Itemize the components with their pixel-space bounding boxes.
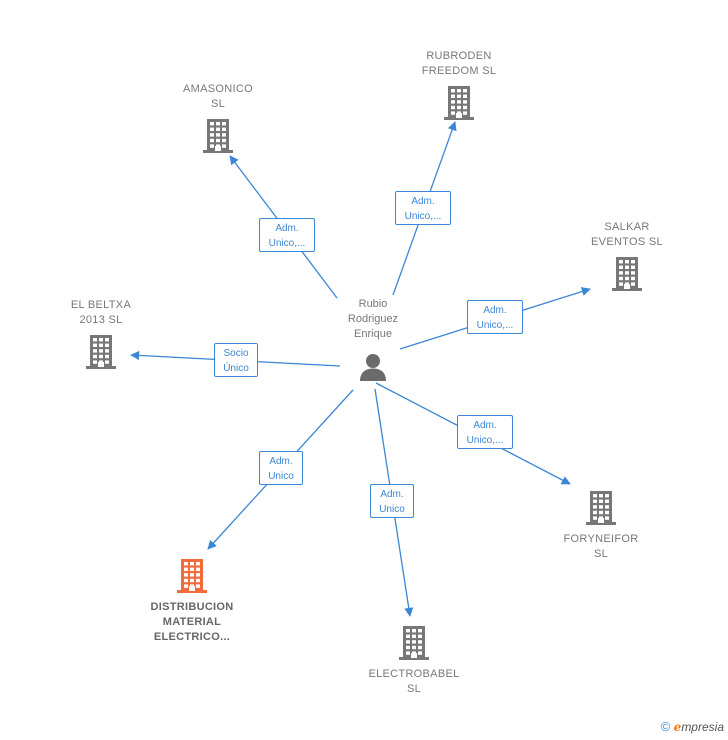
relation-label-line: Adm. [275, 223, 299, 234]
relation-label-line: Unico,... [268, 238, 306, 249]
company-label-line: FREEDOM SL [421, 65, 497, 77]
company-label-salkar: SALKAR EVENTOS SL [562, 220, 692, 250]
company-label-line: SL [593, 548, 609, 560]
company-label-line: MATERIAL [162, 616, 222, 628]
relation-label-line: Unico,... [404, 211, 442, 222]
company-label-line: EL BELTXA [70, 299, 132, 311]
relation-label-line: Adm. [269, 456, 293, 467]
company-label-line: AMASONICO [183, 83, 253, 95]
relation-label-line: Adm. [483, 305, 507, 316]
company-label-distribucion: DISTRIBUCION MATERIAL ELECTRICO... [127, 600, 257, 645]
relation-label-salkar[interactable]: Adm. Unico,... [467, 300, 523, 334]
building-icon [86, 335, 116, 369]
empresia-logo-text: mpresia [681, 720, 724, 734]
copyright-icon: © [660, 719, 671, 734]
company-label-line: 2013 SL [79, 314, 123, 326]
company-label-amasonico: AMASONICO SL [153, 82, 283, 112]
company-label-elbeltxa: EL BELTXA 2013 SL [36, 298, 166, 328]
company-label-line: ELECTRICO... [153, 631, 231, 643]
company-label-line: ELECTROBABEL [368, 668, 460, 680]
company-node-elbeltxa[interactable]: EL BELTXA 2013 SL [36, 298, 166, 370]
relation-label-distribucion[interactable]: Adm. Unico [259, 451, 303, 485]
relation-label-line: Unico,... [476, 320, 514, 331]
relation-label-line: Unico,... [466, 435, 504, 446]
company-label-line: EVENTOS SL [591, 236, 663, 248]
building-icon [586, 491, 616, 525]
center-person[interactable]: Rubio Rodriguez Enrique [330, 297, 416, 382]
building-icon [444, 86, 474, 120]
company-label-line: RUBRODEN [426, 50, 492, 62]
building-icon [399, 626, 429, 660]
company-label-line: FORYNEIFOR [563, 533, 639, 545]
empresia-credit[interactable]: © empresia [661, 719, 724, 734]
company-label-line: SALKAR [604, 221, 650, 233]
relation-label-electrobabel[interactable]: Adm. Unico [370, 484, 414, 518]
company-node-salkar[interactable]: SALKAR EVENTOS SL [562, 220, 692, 292]
building-icon [203, 119, 233, 153]
company-label-line: DISTRIBUCION [150, 601, 234, 613]
relation-label-amasonico[interactable]: Adm. Unico,... [259, 218, 315, 252]
empresia-logo-initial: e [673, 720, 682, 734]
company-node-rubroden[interactable]: RUBRODEN FREEDOM SL [394, 49, 524, 121]
company-node-amasonico[interactable]: AMASONICO SL [153, 82, 283, 154]
company-label-electrobabel: ELECTROBABEL SL [349, 667, 479, 697]
person-name-line-1: Rubio [358, 298, 388, 310]
person-name: Rubio Rodriguez Enrique [330, 297, 416, 342]
building-icon [612, 257, 642, 291]
person-name-line-3: Enrique [354, 328, 392, 340]
relation-label-line: Unico [379, 504, 405, 515]
company-label-foryneifor: FORYNEIFOR SL [536, 532, 666, 562]
relation-label-line: Adm. [473, 420, 497, 431]
relation-label-foryneifor[interactable]: Adm. Unico,... [457, 415, 513, 449]
company-label-line: SL [210, 98, 226, 110]
relation-label-line: Adm. [380, 489, 404, 500]
company-node-foryneifor[interactable]: FORYNEIFOR SL [536, 490, 666, 562]
building-icon [177, 559, 207, 593]
person-name-line-2: Rodriguez [347, 313, 399, 325]
relation-label-rubroden[interactable]: Adm. Unico,... [395, 191, 451, 225]
relation-label-line: Unico [268, 471, 294, 482]
relation-label-line: Adm. [411, 196, 435, 207]
person-icon [360, 354, 386, 381]
company-node-electrobabel[interactable]: ELECTROBABEL SL [349, 625, 479, 697]
company-label-line: SL [406, 683, 422, 695]
company-label-rubroden: RUBRODEN FREEDOM SL [394, 49, 524, 79]
relation-label-line: Socio [223, 348, 249, 359]
company-node-distribucion[interactable]: DISTRIBUCION MATERIAL ELECTRICO... [127, 558, 257, 645]
relation-label-line: Único [223, 363, 249, 374]
